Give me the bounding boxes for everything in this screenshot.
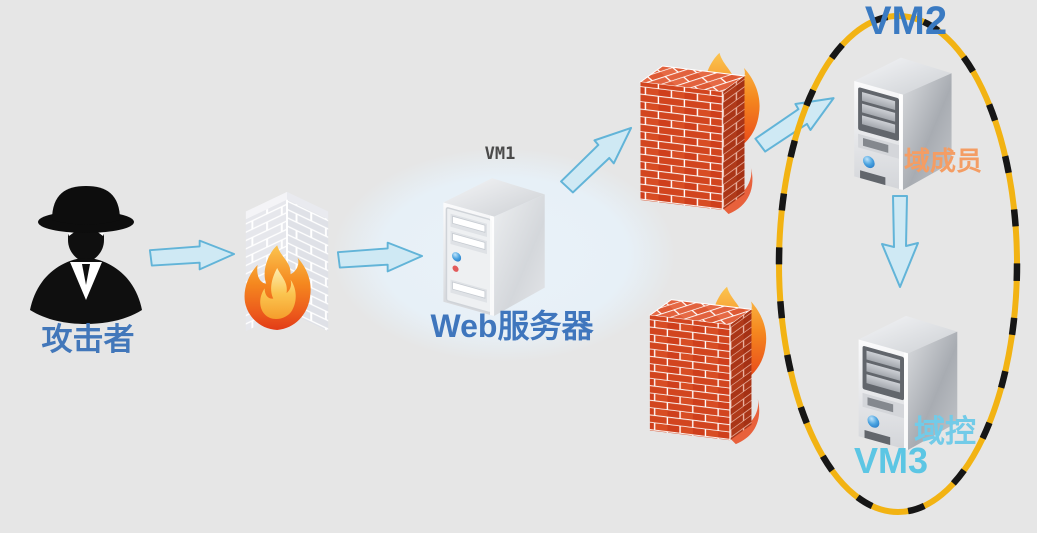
vm3-role-label: 域控 xyxy=(914,414,976,449)
attacker-label: 攻击者 xyxy=(41,322,135,357)
spy-attacker-icon xyxy=(26,180,146,326)
security-boundary-ellipse xyxy=(775,12,1021,516)
vm2-role-label: 域成员 xyxy=(904,146,983,176)
arrow-attacker-to-firewall xyxy=(148,238,236,272)
red-brick-firewall-fire-icon-lower xyxy=(642,282,774,450)
web-server-label: Web服务器 xyxy=(430,308,594,344)
gray-brick-firewall-fire-icon xyxy=(236,186,338,338)
vm1-tag: VM1 xyxy=(484,144,516,164)
web-server-tower-icon xyxy=(428,166,552,318)
red-brick-firewall-fire-icon-upper xyxy=(632,48,768,220)
vm3-tag: VM3 xyxy=(854,440,929,481)
arrow-firewall-to-webserver xyxy=(336,240,424,274)
vm2-tag: VM2 xyxy=(864,0,948,43)
